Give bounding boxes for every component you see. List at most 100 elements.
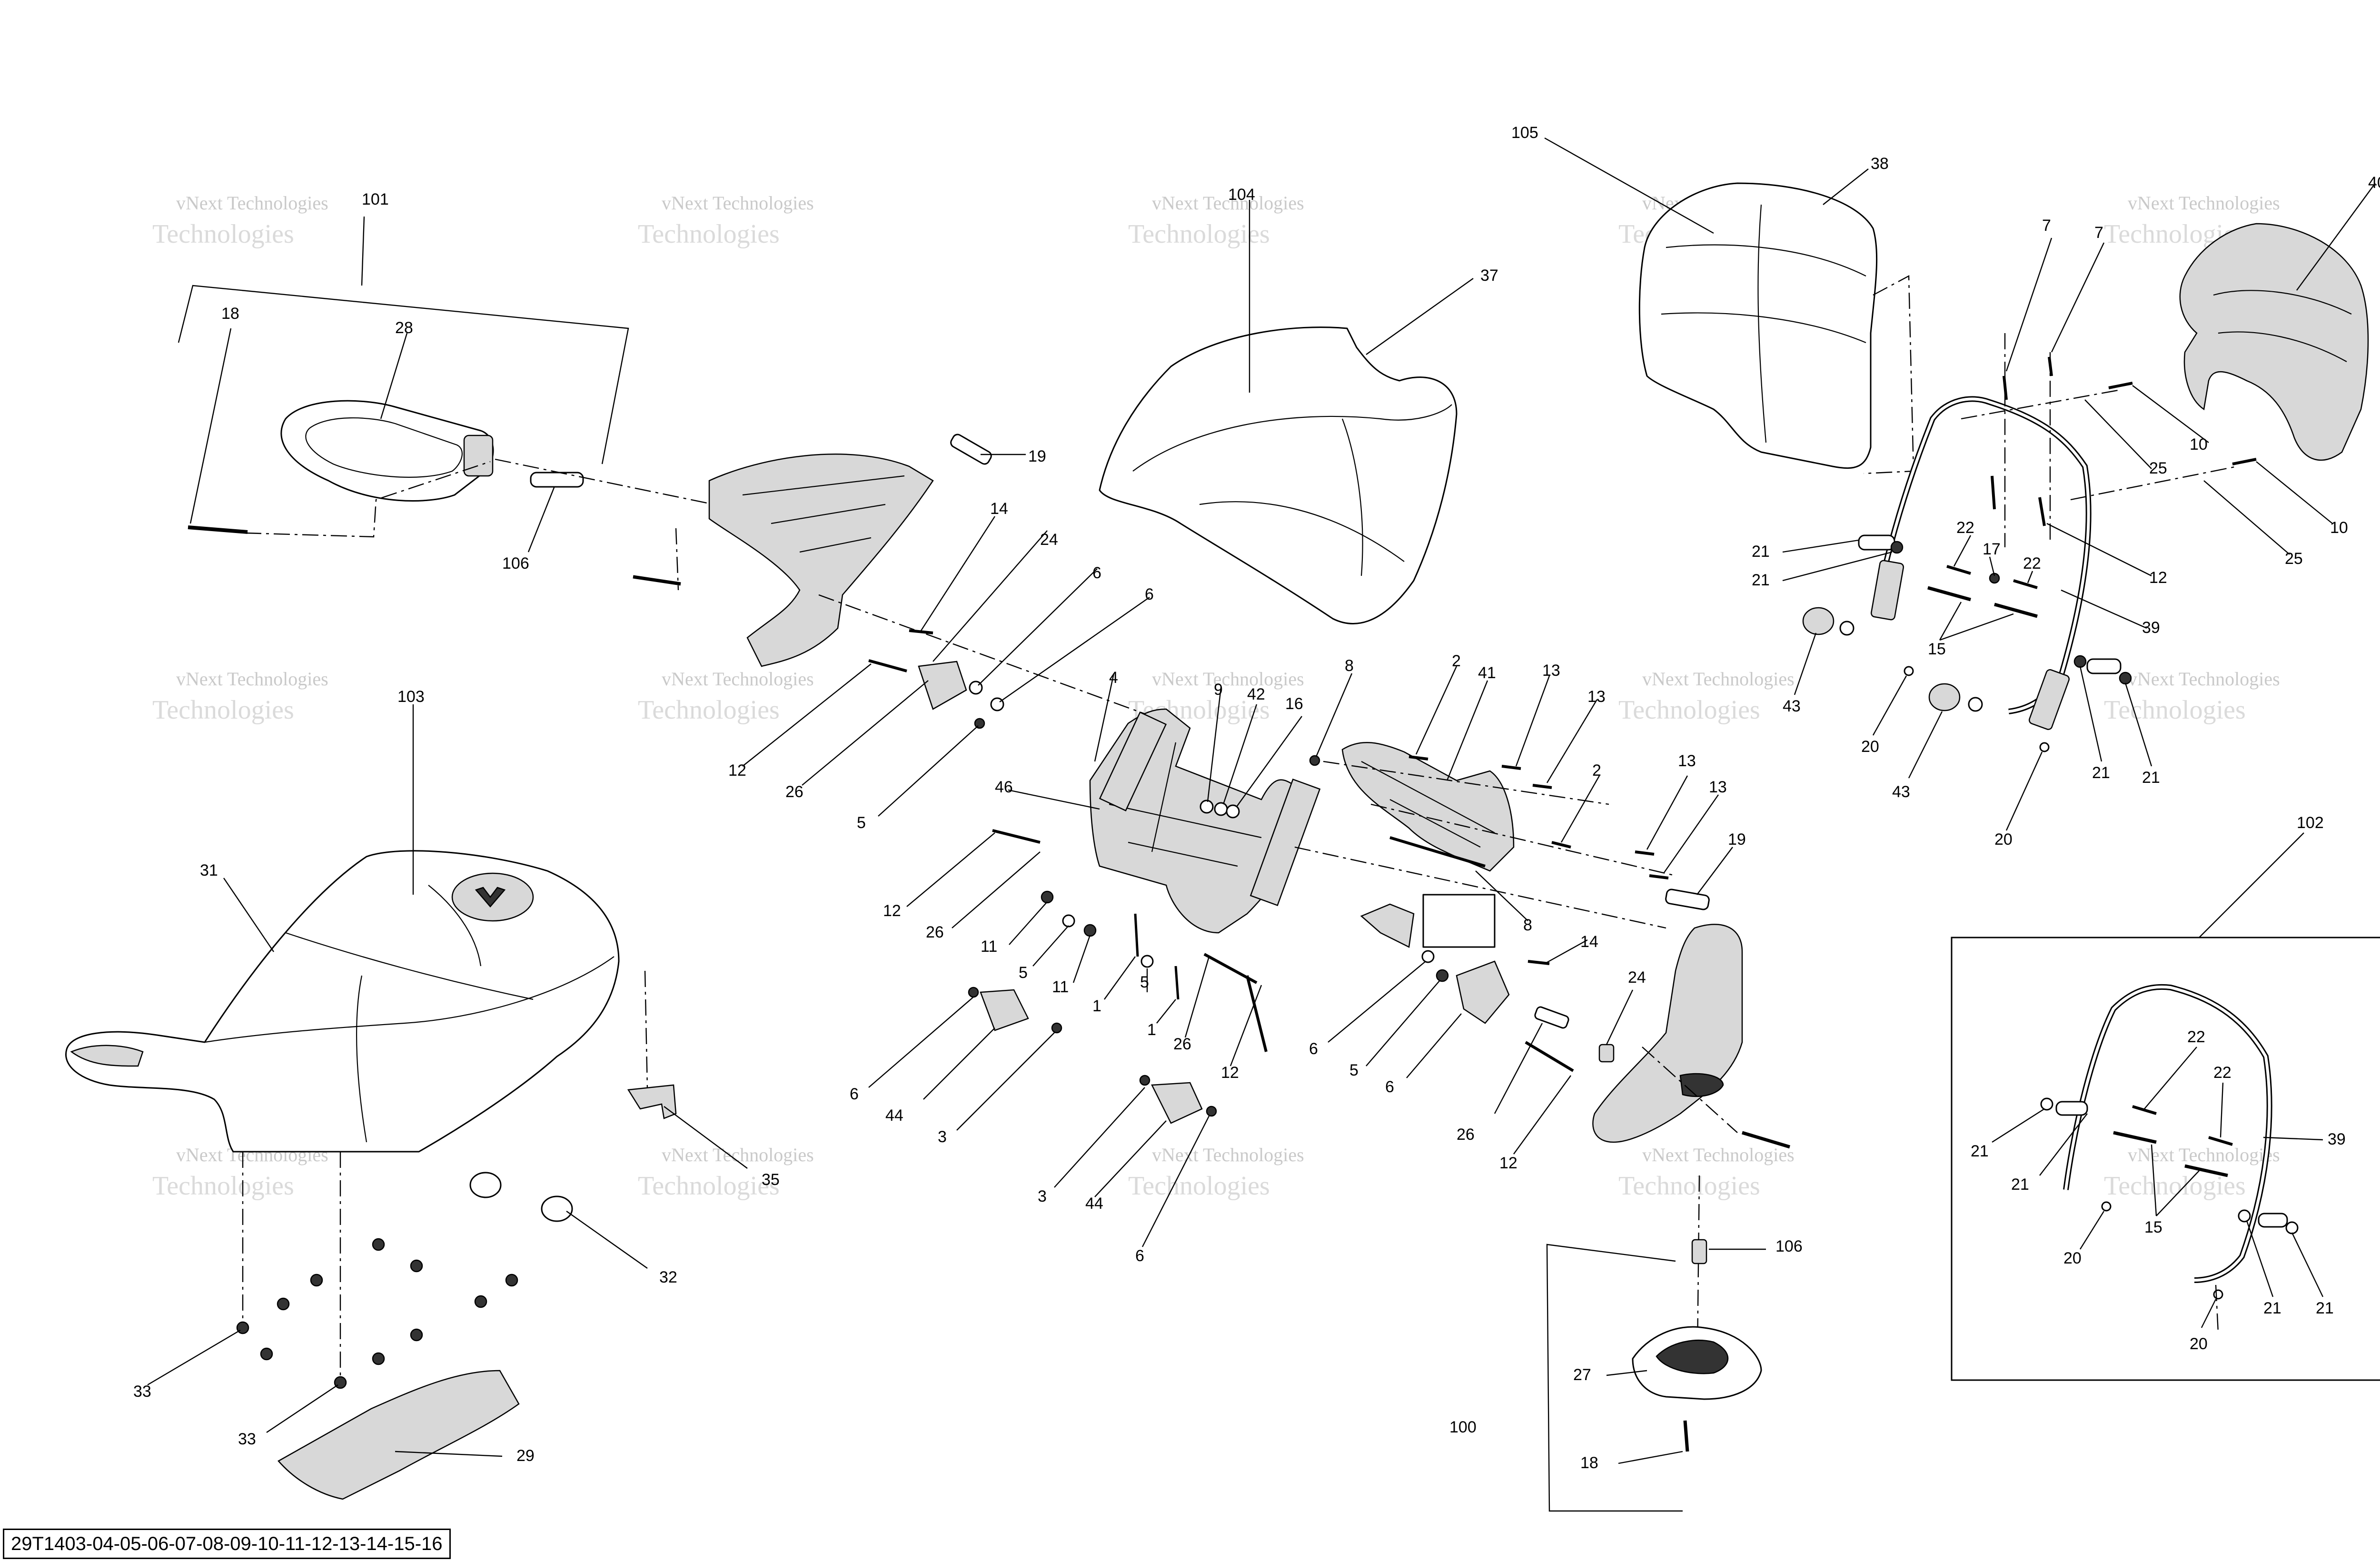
washer-part <box>2213 1289 2223 1300</box>
watermark-text: Technologies <box>152 219 294 249</box>
callout-18: 18 <box>221 305 239 323</box>
frame-mount-plate <box>1870 560 1904 621</box>
assembly-path <box>2215 1284 2219 1333</box>
watermark-text: Technologies <box>1618 1171 1760 1201</box>
callout-26: 26 <box>1457 1126 1475 1144</box>
leader-line <box>2151 1144 2157 1216</box>
pin-part <box>1534 1006 1569 1029</box>
leader-line <box>1094 1120 1167 1197</box>
driver-seat-part <box>65 850 620 1153</box>
leader-line <box>2061 589 2147 629</box>
callout-33: 33 <box>238 1430 256 1448</box>
side-bracket-24 <box>1328 847 1791 1155</box>
leader-line <box>932 530 1048 662</box>
backrest-part <box>1638 182 1878 469</box>
leader-line <box>361 216 365 286</box>
watermark-text: Technologies <box>1128 1171 1270 1201</box>
bolt-part <box>1134 913 1139 957</box>
seat-rear-trim <box>70 1045 144 1067</box>
bolt-part <box>1991 475 1996 510</box>
handle-mount-block <box>463 434 494 477</box>
leader-line <box>1236 716 1302 807</box>
callout-43: 43 <box>1783 697 1801 715</box>
watermark-text: vNext Technologies <box>176 192 328 214</box>
seat-seam <box>356 975 367 1143</box>
bolt-part <box>1649 874 1669 879</box>
callout-22: 22 <box>1956 519 1974 537</box>
bolt-part <box>2108 382 2133 389</box>
frame-ribs <box>1109 742 1262 867</box>
leader-line <box>906 832 995 907</box>
assembly-path <box>495 458 714 505</box>
nut-part <box>1041 890 1054 904</box>
seat-support-bracket <box>633 434 1171 817</box>
latch-loop-part <box>1422 894 1496 948</box>
callout-26: 26 <box>926 923 944 941</box>
footrest-opening <box>1656 1340 1729 1374</box>
grommet-part <box>260 1347 273 1361</box>
callout-20: 20 <box>1861 738 1879 756</box>
callout-3: 3 <box>938 1128 947 1146</box>
passenger-seat-104 <box>1099 200 1474 624</box>
leader-line <box>2046 523 2152 577</box>
washer-part <box>1968 697 1983 712</box>
leader-line <box>1009 901 1048 945</box>
callout-24: 24 <box>1040 531 1058 549</box>
leader-line <box>2005 237 2053 372</box>
assembly-path <box>818 594 1171 724</box>
washer-part <box>2040 1097 2053 1111</box>
callout-102: 102 <box>2297 814 2324 832</box>
bolt-part <box>2208 1136 2233 1146</box>
leader-line <box>1782 551 1893 582</box>
grommet-part <box>505 1274 518 1287</box>
watermark-text: Technologies <box>152 695 294 725</box>
callout-6: 6 <box>1092 564 1101 582</box>
callout-13: 13 <box>1678 752 1696 770</box>
watermark-text: vNext Technologies <box>1152 668 1304 690</box>
frame-rail-part <box>1099 711 1167 811</box>
bracket-41 <box>1309 666 1719 921</box>
bolt-part <box>1946 565 1971 575</box>
leader-line <box>1475 870 1528 921</box>
spacer-part <box>1858 534 1895 551</box>
callout-101: 101 <box>362 190 389 208</box>
leader-line <box>1515 675 1550 767</box>
leader-line <box>742 663 872 767</box>
callout-1: 1 <box>1147 1021 1156 1039</box>
leader-line <box>2124 682 2152 767</box>
hinge-part <box>1360 903 1415 948</box>
leader-line <box>266 1384 338 1433</box>
leader-line <box>1032 925 1069 967</box>
leader-line <box>1544 939 1588 965</box>
assembly-path <box>644 970 648 1090</box>
leader-line <box>1366 278 1474 355</box>
leader-line <box>2005 751 2043 831</box>
callout-39: 39 <box>2328 1130 2346 1148</box>
backrest-frame-part <box>2063 984 2272 1283</box>
passenger-seat-part <box>1099 326 1458 624</box>
leader-line <box>1872 675 1907 736</box>
bolt-part <box>1741 1131 1791 1149</box>
callout-29: 29 <box>516 1447 535 1465</box>
driver-seat-103 <box>65 704 748 1500</box>
callout-11: 11 <box>1052 978 1069 996</box>
callout-44: 44 <box>885 1106 903 1125</box>
frame-mount-plate <box>2028 669 2070 730</box>
callout-25: 25 <box>2285 550 2303 568</box>
bolt-part <box>633 575 681 586</box>
callout-5: 5 <box>857 814 866 832</box>
callout-22: 22 <box>2213 1064 2231 1082</box>
leader-line <box>1782 539 1859 553</box>
leader-line <box>1992 1108 2045 1143</box>
leader-line <box>1696 847 1733 895</box>
nut-part <box>968 987 979 998</box>
callout-5: 5 <box>1349 1061 1359 1079</box>
callout-33: 33 <box>133 1382 151 1401</box>
watermark-text: Technologies <box>152 1171 294 1201</box>
leader-line <box>923 1027 995 1100</box>
leader-line <box>395 1451 503 1457</box>
leader-line <box>1328 961 1426 1043</box>
washer-part <box>2285 1221 2299 1234</box>
watermark-text: Technologies <box>1618 695 1760 725</box>
callout-11: 11 <box>981 938 997 956</box>
